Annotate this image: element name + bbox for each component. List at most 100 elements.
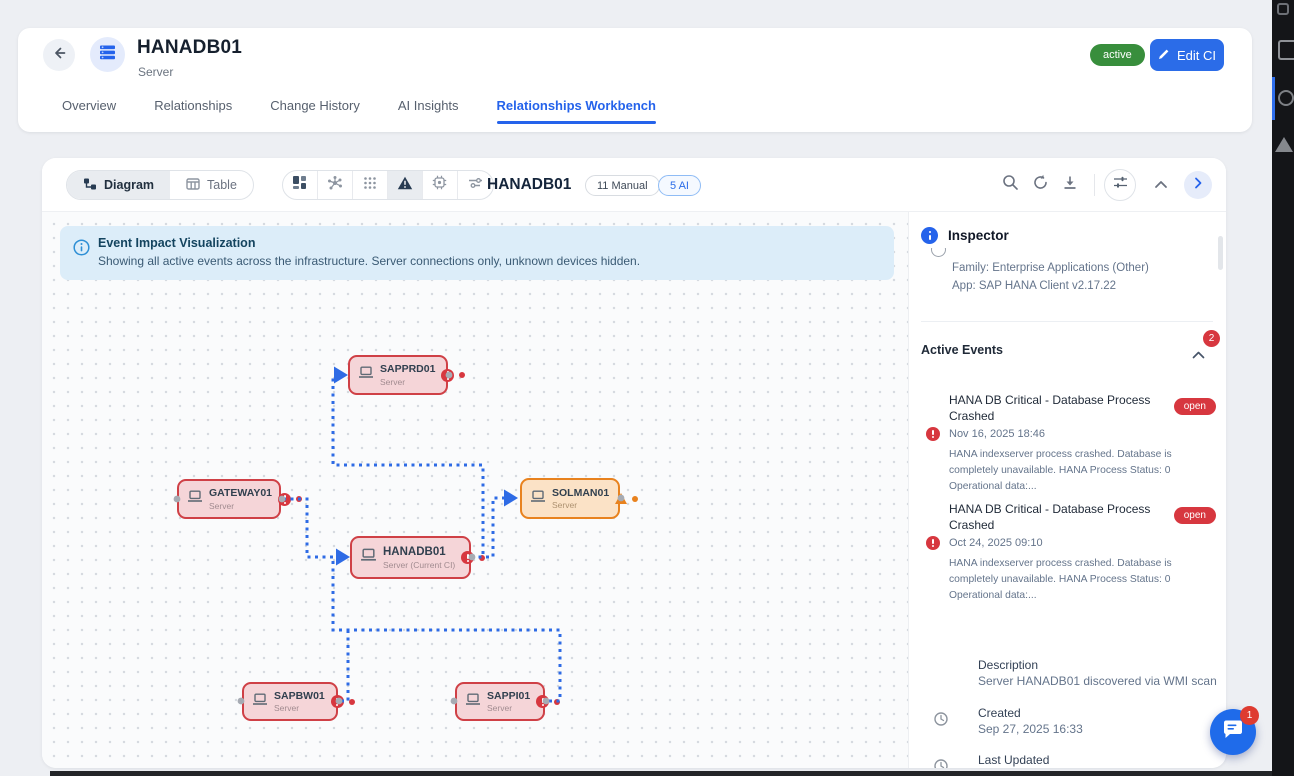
cpu-icon-button[interactable] bbox=[423, 171, 458, 199]
inspector-panel: Inspector Family: Enterprise Application… bbox=[908, 212, 1226, 768]
back-button[interactable] bbox=[43, 39, 75, 71]
page-title: HANADB01 bbox=[137, 37, 243, 58]
banner-message: Showing all active events across the inf… bbox=[98, 254, 641, 268]
node-sublabel: Server bbox=[552, 500, 578, 511]
info-icon bbox=[73, 239, 90, 261]
diagram-canvas[interactable]: Event Impact Visualization Showing all a… bbox=[42, 212, 908, 768]
event-card[interactable]: HANA DB Critical - Database Process Cras… bbox=[909, 392, 1226, 497]
laptop-icon bbox=[358, 366, 374, 384]
layout-tool-group bbox=[281, 170, 494, 200]
description-value: Server HANADB01 discovered via WMI scan bbox=[978, 674, 1217, 688]
network-icon-button[interactable] bbox=[318, 171, 353, 199]
node-sublabel: Server bbox=[209, 500, 235, 511]
active-events-title: Active Events bbox=[921, 343, 1003, 357]
side-app-strip bbox=[1272, 0, 1294, 776]
tab-relationships-workbench[interactable]: Relationships Workbench bbox=[496, 98, 657, 124]
events-count-badge: 2 bbox=[1203, 330, 1220, 347]
critical-badge-icon bbox=[461, 551, 475, 564]
event-dot-icon bbox=[459, 372, 466, 378]
back-arrow-icon bbox=[51, 45, 67, 66]
table-icon bbox=[186, 177, 200, 194]
ci-family-text: Family: Enterprise Applications (Other) bbox=[952, 262, 1149, 274]
diagram-label: Diagram bbox=[104, 178, 155, 192]
download-button[interactable] bbox=[1055, 170, 1085, 200]
critical-badge-icon bbox=[330, 695, 344, 708]
node-sublabel: Server bbox=[487, 703, 513, 714]
section-divider bbox=[921, 321, 1213, 322]
node-sublabel: Server (Current CI) bbox=[383, 559, 456, 570]
toolbar-left: Diagram Table bbox=[66, 170, 494, 200]
grid-icon-button[interactable] bbox=[353, 171, 388, 199]
ai-count-badge: 5 AI bbox=[658, 175, 701, 196]
event-card[interactable]: HANA DB Critical - Database Process Cras… bbox=[909, 501, 1226, 606]
critical-badge-icon bbox=[536, 695, 550, 708]
ci-type-avatar bbox=[90, 37, 125, 72]
workbench-title: HANADB01 bbox=[487, 176, 572, 193]
server-stack-icon bbox=[99, 45, 116, 65]
tab-bar: Overview Relationships Change History AI… bbox=[62, 98, 657, 124]
event-dot-icon bbox=[348, 698, 355, 705]
partial-circle-icon bbox=[1278, 90, 1294, 106]
node-label: GATEWAY01 bbox=[209, 487, 273, 500]
filter-icon bbox=[468, 176, 483, 194]
table-view-button[interactable]: Table bbox=[170, 171, 253, 199]
partial-app-icon bbox=[1278, 40, 1294, 60]
strip-active-indicator bbox=[1272, 77, 1275, 120]
event-description: HANA indexserver process crashed. Databa… bbox=[949, 558, 1172, 601]
event-impact-button[interactable] bbox=[387, 171, 423, 199]
tab-change-history[interactable]: Change History bbox=[270, 98, 360, 113]
collapse-events-button[interactable] bbox=[1192, 346, 1205, 364]
node-label: SAPBW01 bbox=[274, 689, 325, 702]
diagram-icon bbox=[83, 177, 97, 194]
event-dot-icon bbox=[479, 554, 486, 561]
search-button[interactable] bbox=[995, 170, 1025, 200]
tab-relationships[interactable]: Relationships bbox=[154, 98, 233, 113]
chat-bubble-icon bbox=[1222, 720, 1244, 745]
event-dot-icon bbox=[296, 496, 303, 502]
layout-icon-button[interactable] bbox=[283, 171, 318, 199]
download-icon bbox=[1062, 175, 1078, 196]
chat-fab-button[interactable]: 1 bbox=[1210, 706, 1259, 755]
search-icon bbox=[1002, 174, 1019, 196]
diagram-view-button[interactable]: Diagram bbox=[67, 171, 171, 199]
refresh-button[interactable] bbox=[1025, 170, 1055, 200]
laptop-icon bbox=[187, 490, 203, 508]
chat-notification-badge: 1 bbox=[1240, 706, 1259, 725]
node-label: SAPPRD01 bbox=[380, 363, 436, 376]
page-subtitle: Server bbox=[138, 65, 174, 79]
workbench-panel: Diagram Table bbox=[42, 158, 1226, 768]
network-icon bbox=[327, 175, 343, 196]
expand-panel-button[interactable] bbox=[1184, 171, 1212, 199]
tab-overview[interactable]: Overview bbox=[62, 98, 117, 113]
bottom-window-edge bbox=[50, 771, 1272, 776]
last-updated-label: Last Updated bbox=[978, 753, 1050, 767]
critical-badge-icon bbox=[278, 492, 292, 506]
cpu-icon bbox=[432, 175, 447, 195]
app-icon-partial bbox=[931, 248, 947, 261]
tab-ai-insights[interactable]: AI Insights bbox=[397, 98, 459, 113]
edit-ci-button[interactable]: Edit CI bbox=[1150, 39, 1224, 71]
event-status-badge: open bbox=[1173, 507, 1216, 524]
node-label: SOLMAN01 bbox=[552, 486, 610, 499]
inspector-scrollbar[interactable] bbox=[1218, 236, 1223, 270]
critical-event-icon bbox=[926, 427, 940, 441]
edit-ci-label: Edit CI bbox=[1176, 47, 1216, 63]
workbench-toolbar: Diagram Table bbox=[42, 158, 1226, 212]
layout-icon bbox=[292, 175, 307, 195]
clock-icon bbox=[934, 712, 948, 731]
table-label: Table bbox=[207, 178, 237, 192]
pencil-icon bbox=[1158, 48, 1170, 63]
ci-app-text: App: SAP HANA Client v2.17.22 bbox=[952, 280, 1117, 292]
settings-sliders-button[interactable] bbox=[1104, 169, 1136, 201]
collapse-toolbar-button[interactable] bbox=[1146, 170, 1176, 200]
laptop-icon bbox=[360, 548, 377, 567]
status-badge: active bbox=[1090, 44, 1145, 66]
filter-icon-button[interactable] bbox=[458, 171, 493, 199]
